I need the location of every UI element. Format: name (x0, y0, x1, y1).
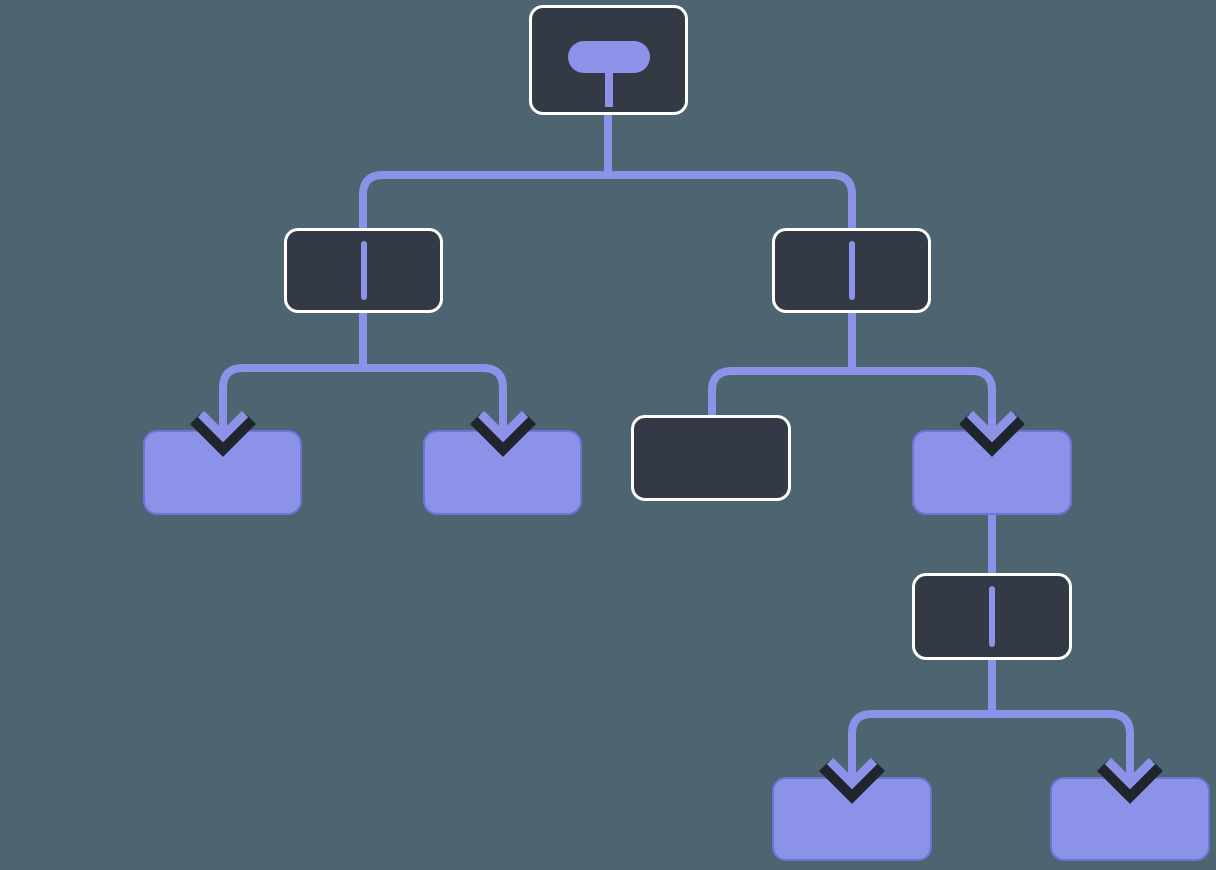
node-branch-left[interactable] (284, 228, 443, 313)
pass-through-bar-icon (360, 241, 367, 300)
edge-split-top (359, 171, 856, 228)
node-leaf-left-2[interactable] (423, 430, 582, 515)
edge-split-bottom (848, 710, 1134, 783)
node-branch-right[interactable] (772, 228, 931, 313)
pass-through-bar-icon (989, 586, 995, 647)
root-pill-shape (567, 41, 650, 73)
node-leaf-right-1[interactable] (912, 430, 1072, 515)
node-branch-bottom[interactable] (912, 573, 1072, 660)
node-root[interactable] (529, 5, 688, 115)
root-pill-stem (604, 71, 613, 107)
edge-split-left (219, 364, 507, 436)
node-leaf-dark[interactable] (631, 415, 791, 501)
pass-through-bar-icon (848, 241, 855, 300)
node-leaf-left-1[interactable] (143, 430, 302, 515)
node-leaf-bottom-1[interactable] (772, 777, 932, 861)
node-leaf-bottom-2[interactable] (1050, 777, 1210, 861)
root-pill-icon (532, 8, 685, 112)
